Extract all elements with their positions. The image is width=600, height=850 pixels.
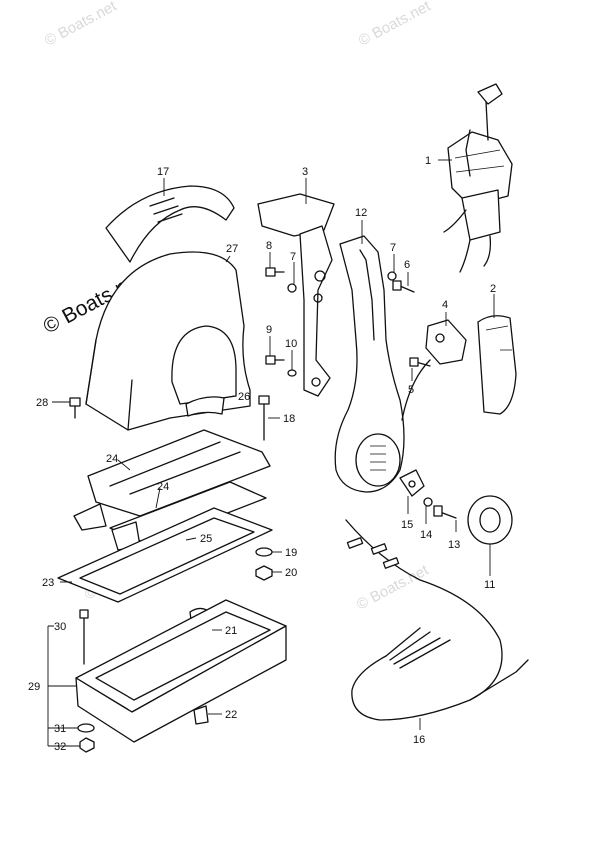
part-11-knob bbox=[467, 495, 513, 545]
part-16-harness bbox=[345, 519, 529, 721]
part-19-washer bbox=[255, 547, 273, 557]
callout-27: 27 bbox=[226, 243, 238, 255]
callout-7-right: 7 bbox=[390, 242, 396, 254]
watermark-top-left: © Boats.net bbox=[42, 0, 120, 50]
callout-19: 19 bbox=[285, 547, 297, 559]
callout-13: 13 bbox=[448, 539, 460, 551]
small-hardware bbox=[265, 267, 457, 519]
watermark-top-right: © Boats.net bbox=[356, 0, 434, 50]
callout-6: 6 bbox=[404, 259, 410, 271]
callout-12: 12 bbox=[355, 207, 367, 219]
part-20-nut bbox=[255, 565, 273, 581]
callout-21: 21 bbox=[225, 625, 237, 637]
callout-26: 26 bbox=[238, 391, 250, 403]
part-30-screw bbox=[79, 609, 89, 665]
callout-25: 25 bbox=[200, 533, 212, 545]
callout-5: 5 bbox=[408, 384, 414, 396]
part-24-bracket-lower bbox=[109, 481, 267, 551]
part-29-base bbox=[75, 599, 287, 743]
callout-24-lower: 24 bbox=[157, 481, 169, 493]
callout-18: 18 bbox=[283, 413, 295, 425]
part-1-remote-control bbox=[443, 83, 513, 273]
callout-8: 8 bbox=[266, 240, 272, 252]
callout-14: 14 bbox=[420, 529, 432, 541]
callout-29: 29 bbox=[28, 681, 40, 693]
part-28-screw bbox=[69, 397, 81, 419]
part-3-lever bbox=[257, 193, 335, 397]
callout-23: 23 bbox=[42, 577, 54, 589]
callout-30: 30 bbox=[54, 621, 66, 633]
part-32-nut bbox=[79, 737, 95, 753]
callout-32: 32 bbox=[54, 741, 66, 753]
callout-22: 22 bbox=[225, 709, 237, 721]
callout-4: 4 bbox=[442, 299, 448, 311]
callout-24-upper: 24 bbox=[106, 453, 118, 465]
callout-10: 10 bbox=[285, 338, 297, 350]
callout-11: 11 bbox=[484, 579, 495, 591]
callout-16: 16 bbox=[413, 734, 425, 746]
callout-31: 31 bbox=[54, 723, 66, 735]
part-24-bracket-upper bbox=[73, 429, 271, 531]
callout-7-left: 7 bbox=[290, 251, 296, 263]
callout-17: 17 bbox=[157, 166, 169, 178]
callout-1: 1 bbox=[425, 155, 431, 167]
part-27-housing bbox=[85, 251, 251, 431]
watermark-mid-right: © Boats.net bbox=[354, 561, 432, 613]
part-18-bolt bbox=[258, 395, 270, 441]
part-22-clip bbox=[193, 705, 209, 725]
callout-20: 20 bbox=[285, 567, 297, 579]
part-17-cover-top bbox=[105, 185, 235, 263]
leader-lines bbox=[47, 159, 495, 747]
callout-28: 28 bbox=[36, 397, 48, 409]
part-4-switch bbox=[401, 319, 467, 421]
part-26-clip bbox=[185, 396, 225, 417]
part-2-grip bbox=[477, 315, 517, 415]
callout-9: 9 bbox=[266, 324, 272, 336]
part-31-washer bbox=[77, 723, 95, 733]
callout-3: 3 bbox=[302, 166, 308, 178]
callouts: 1 2 3 4 5 6 7 7 8 9 10 11 12 13 14 15 16… bbox=[28, 155, 496, 753]
part-12-throttle-lever bbox=[334, 235, 405, 493]
callout-2: 2 bbox=[490, 283, 496, 295]
callout-15: 15 bbox=[401, 519, 413, 531]
part-23-gasket bbox=[57, 507, 273, 603]
